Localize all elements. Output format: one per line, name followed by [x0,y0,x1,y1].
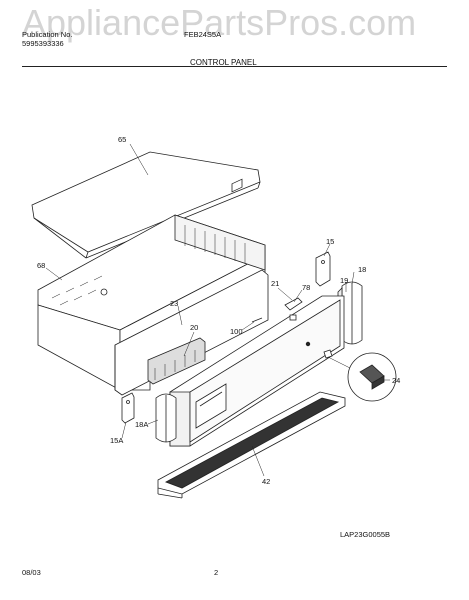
footer-date: 08/03 [22,568,41,577]
callout-78: 78 [302,283,310,292]
callout-15: 15 [326,237,334,246]
callout-24: 24 [392,376,400,385]
callout-23: 23 [170,299,178,308]
callout-leaders [45,143,390,477]
callout-15a: 15A [110,436,123,445]
callout-18a: 18A [135,420,148,429]
part-68-control-box [37,214,266,391]
callout-68: 68 [37,261,45,270]
publication-label: Publication No. [22,30,73,39]
callout-19: 19 [340,276,348,285]
callout-18: 18 [358,265,366,274]
callout-20: 20 [190,323,198,332]
callout-100: 100 [230,327,243,336]
part-20-control-board [147,337,206,385]
section-title: CONTROL PANEL [190,58,257,67]
part-100-screw [251,317,263,323]
part-65-top-cover [31,151,261,259]
part-15-bracket [315,251,331,287]
part-15a-bracket [121,392,135,424]
part-18a-end-cap-left [155,393,177,443]
callout-65: 65 [118,135,126,144]
page-number: 2 [214,568,219,577]
part-24-switch-inset [323,349,397,402]
part-42-vent-grille [157,391,346,499]
header-divider [22,66,447,67]
part-78-clip [284,297,303,311]
callout-21: 21 [271,279,279,288]
callout-42: 42 [262,477,270,486]
diagram-code: LAP23G0055B [340,530,391,539]
model-number: FEB24S5A [184,30,222,39]
publication-number: 5995393336 [22,39,64,48]
